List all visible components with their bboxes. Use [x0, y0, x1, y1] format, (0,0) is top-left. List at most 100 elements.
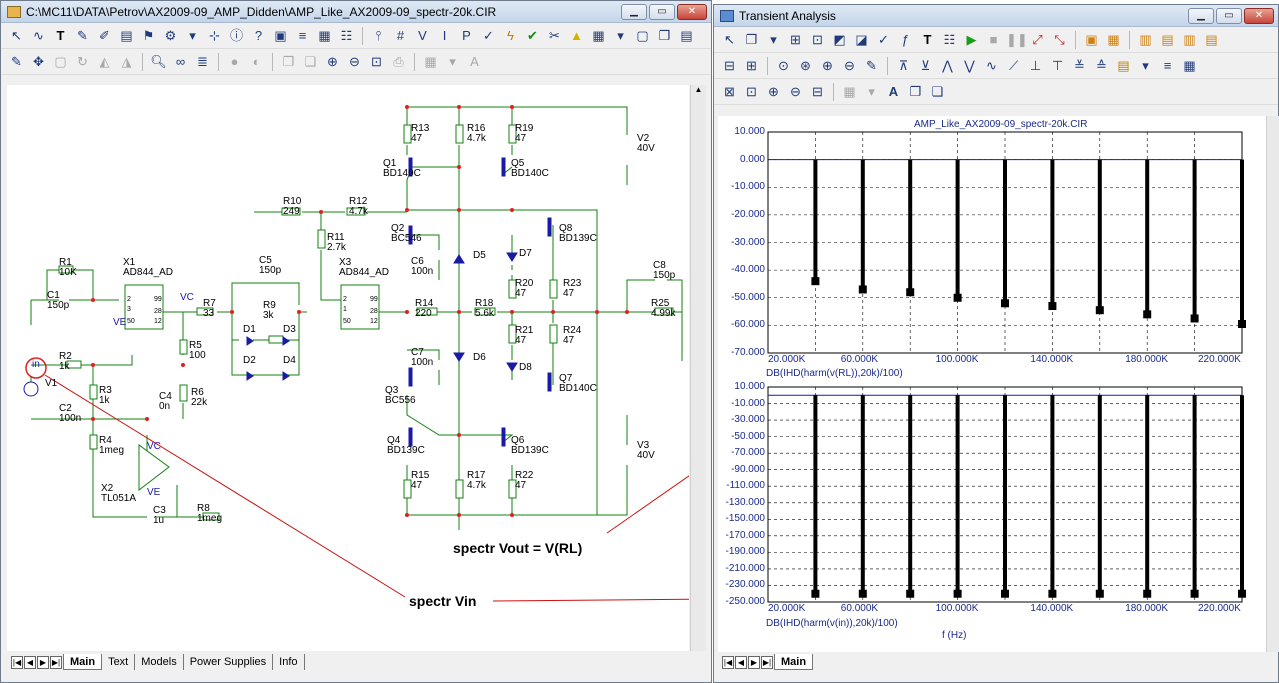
text-tool-icon[interactable]: T [923, 32, 932, 47]
warning-icon[interactable]: ▲ [570, 28, 583, 43]
rescale-icon[interactable]: ⤢ [1032, 32, 1043, 47]
tab-info[interactable]: Info [273, 654, 305, 670]
component-icon[interactable]: ⚙ [164, 28, 177, 43]
tab-main[interactable]: Main [774, 654, 814, 670]
help-icon[interactable]: ? [254, 28, 263, 43]
flag-icon[interactable]: ⚑ [142, 28, 155, 43]
voltage-icon[interactable]: V [418, 28, 427, 43]
dropdown-icon[interactable]: ▾ [770, 32, 777, 47]
maximize-button[interactable]: ▭ [649, 3, 675, 20]
schematic-vscroll[interactable]: ▲ [690, 85, 706, 651]
plot1-icon[interactable]: ▥ [1139, 32, 1152, 47]
mode-icon[interactable]: ✓ [878, 32, 889, 47]
run-icon[interactable]: ▶ [966, 32, 977, 47]
properties-icon[interactable]: ☷ [340, 28, 353, 43]
dropdown-icon[interactable]: ▾ [1142, 58, 1149, 73]
list-icon[interactable]: ≡ [298, 28, 307, 43]
copy-icon[interactable]: ❐ [909, 84, 922, 99]
grid-icon[interactable]: ▦ [592, 28, 605, 43]
align-icon[interactable]: ≣ [197, 54, 208, 69]
dropdown-icon[interactable]: ▾ [868, 84, 875, 99]
current-icon[interactable]: I [442, 28, 447, 43]
horizontal-split-icon[interactable]: ⊟ [724, 58, 735, 73]
tab-models[interactable]: Models [135, 654, 184, 670]
minimize-button[interactable]: ▁ [621, 3, 647, 20]
table-icon[interactable]: ▦ [318, 28, 331, 43]
top-icon[interactable]: ⊤ [1051, 58, 1064, 73]
rotate-icon[interactable]: ↻ [77, 54, 88, 69]
flip-h-icon[interactable]: ◭ [99, 54, 110, 69]
zoom-box-icon[interactable]: ⊛ [800, 58, 811, 73]
next-page-button[interactable]: ▶ [748, 655, 760, 669]
paste-icon[interactable]: ❏ [304, 54, 317, 69]
global-low-icon[interactable]: ≚ [1074, 58, 1085, 73]
last-page-button[interactable]: ▶| [50, 655, 62, 669]
list-icon[interactable]: ≡ [1163, 58, 1172, 73]
maximize-button[interactable]: ▭ [1216, 7, 1242, 24]
paste-icon[interactable]: ▤ [1117, 58, 1130, 73]
dropdown-icon[interactable]: ▾ [189, 28, 196, 43]
pin-icon[interactable]: ⫯ [375, 28, 382, 43]
plot2-icon[interactable]: ▤ [1161, 32, 1174, 47]
first-page-button[interactable]: |◀ [722, 655, 734, 669]
scissors-icon[interactable]: ✂ [549, 28, 560, 43]
info-icon[interactable]: ⓘ [229, 28, 243, 43]
numeric-icon[interactable]: ▦ [1183, 58, 1196, 73]
properties-icon[interactable]: ☷ [943, 32, 956, 47]
binoculars-icon[interactable]: ∞ [175, 54, 186, 69]
lightning-icon[interactable]: ϟ [507, 28, 514, 43]
text-tool-icon[interactable]: T [56, 28, 65, 43]
move-icon[interactable]: ✥ [33, 54, 44, 69]
copy-icon[interactable]: ❐ [745, 32, 758, 47]
point-icon[interactable]: ◪ [855, 32, 868, 47]
grid-icon[interactable]: ⊞ [746, 58, 757, 73]
chip-icon[interactable]: ▣ [274, 28, 287, 43]
dropdown-icon[interactable]: ▾ [617, 28, 624, 43]
copy-icon[interactable]: ❐ [282, 54, 295, 69]
plot3-icon[interactable]: ▥ [1183, 32, 1196, 47]
zoom-in-icon[interactable]: ⊕ [327, 54, 338, 69]
layout2-icon[interactable]: ▦ [1107, 32, 1120, 47]
step-icon[interactable]: ◐ [252, 54, 261, 69]
ok-icon[interactable]: ✔ [527, 28, 538, 43]
last-page-button[interactable]: ▶| [761, 655, 773, 669]
bus-icon[interactable]: ▤ [120, 28, 133, 43]
zoom-icon[interactable]: ⊙ [778, 58, 789, 73]
first-page-button[interactable]: |◀ [11, 655, 23, 669]
global-high-icon[interactable]: ≙ [1096, 58, 1107, 73]
node-numbers-icon[interactable]: # [396, 28, 405, 43]
zoom-in-icon[interactable]: ⊕ [822, 58, 833, 73]
zoom-in-icon[interactable]: ⊕ [768, 84, 779, 99]
dropdown-icon[interactable]: ▾ [449, 54, 456, 69]
page-icon[interactable]: ▢ [636, 28, 649, 43]
high-icon[interactable]: ⋀ [942, 58, 953, 73]
zoom-fit-icon[interactable]: ⊟ [812, 84, 823, 99]
close-button[interactable]: ✕ [1244, 7, 1274, 24]
low-icon[interactable]: ⋁ [964, 58, 975, 73]
inflection-icon[interactable]: ∿ [986, 58, 997, 73]
pen-icon[interactable]: ✎ [77, 28, 88, 43]
function-icon[interactable]: ƒ [901, 32, 910, 47]
find-icon[interactable]: 🔍︎ [150, 54, 167, 69]
plot-area[interactable]: AMP_Like_AX2009-09_spectr-20k.CIR DB(IHD… [718, 116, 1266, 652]
minimize-button[interactable]: ▁ [1188, 7, 1214, 24]
tab-text[interactable]: Text [102, 654, 136, 670]
font-icon[interactable]: A [888, 84, 899, 99]
plot-vscroll[interactable] [1266, 116, 1279, 652]
select-arrow-icon[interactable]: ↖ [724, 32, 735, 47]
paste-icon[interactable]: ❏ [931, 84, 944, 99]
fit-icon[interactable]: ⊠ [724, 84, 735, 99]
edit-icon[interactable]: ✎ [11, 54, 22, 69]
node-icon[interactable]: ⊹ [209, 28, 220, 43]
scale-icon[interactable]: ⊞ [790, 32, 801, 47]
marker-icon[interactable]: ✐ [99, 28, 110, 43]
flip-v-icon[interactable]: ◮ [121, 54, 132, 69]
valley-icon[interactable]: ⊻ [920, 58, 931, 73]
layout-icon[interactable]: ▣ [1085, 32, 1098, 47]
select-arrow-icon[interactable]: ↖ [11, 28, 22, 43]
slope-icon[interactable]: ⟋ [1008, 58, 1019, 73]
bottom-icon[interactable]: ⊥ [1029, 58, 1042, 73]
copy-icon[interactable]: ❐ [658, 28, 671, 43]
stop-icon[interactable]: ● [230, 54, 239, 69]
